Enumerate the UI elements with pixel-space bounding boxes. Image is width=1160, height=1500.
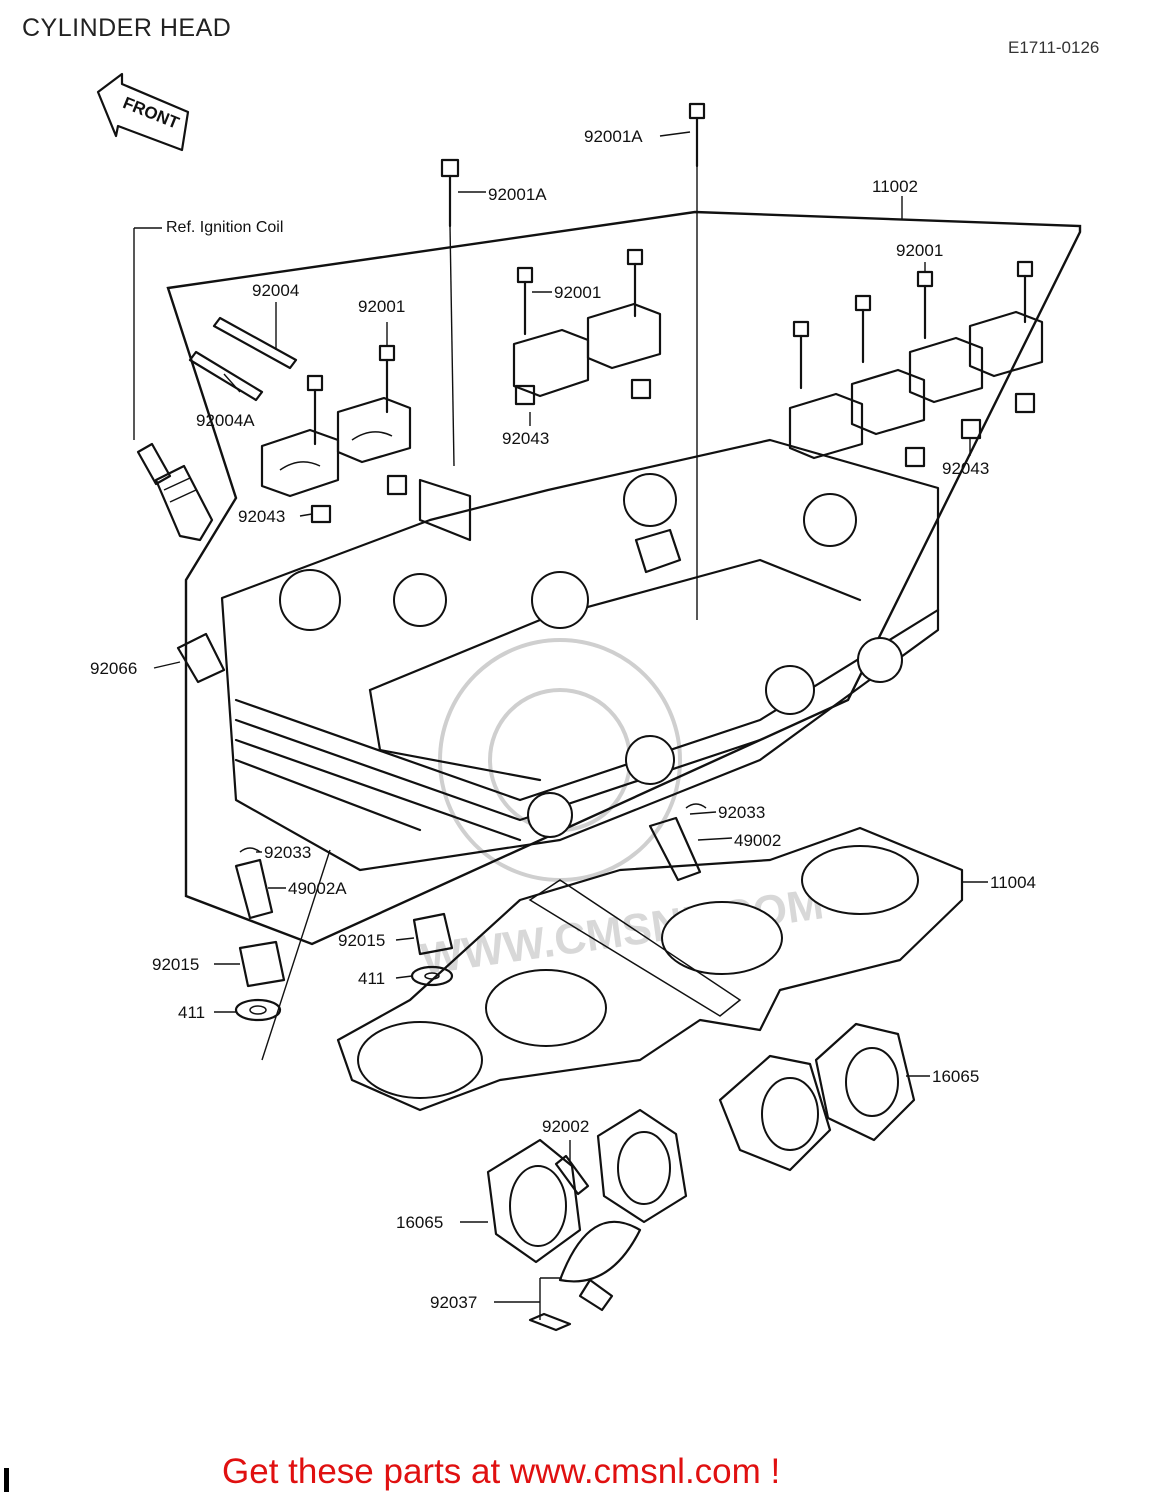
head-gasket-11004	[336, 826, 964, 1112]
callout-16065-left: 16065	[396, 1213, 443, 1232]
exploded-parts-diagram: WWW.CMSNL.COM FRONT Ref. Ignition Coil	[90, 72, 1082, 1332]
reference-note: Ref. Ignition Coil	[133, 219, 283, 440]
guide-49002a	[234, 858, 274, 920]
callout-11004: 11004	[990, 873, 1036, 892]
corner-mark	[4, 1468, 9, 1492]
screw-92002	[554, 1154, 590, 1196]
callout-92004a: 92004A	[196, 411, 255, 430]
callout-92001a-top: 92001A	[584, 127, 643, 146]
bolt-92001a-left	[440, 158, 460, 228]
leader-lines	[153, 131, 988, 1320]
cam-cap-right-2	[850, 368, 926, 436]
cap-92015-mid	[412, 912, 454, 956]
callout-92043-left: 92043	[238, 507, 285, 526]
spark-plug	[136, 442, 214, 542]
callout-92001-right: 92001	[896, 241, 943, 260]
callout-92004: 92004	[252, 281, 299, 300]
callout-92043-right: 92043	[942, 459, 989, 478]
callout-92001-left: 92001	[358, 297, 405, 316]
bolts	[306, 102, 1034, 446]
front-arrow-icon: FRONT	[96, 72, 190, 152]
clip-92033	[239, 803, 707, 853]
callout-92043-mid: 92043	[502, 429, 549, 448]
bolt-right-1	[792, 320, 810, 390]
front-arrow-label: FRONT	[120, 93, 182, 133]
bolt-right-3	[916, 270, 934, 340]
cam-cap-mid-2	[586, 302, 662, 370]
callout-49002a: 49002A	[288, 879, 347, 898]
intake-holder-16065-left-2	[596, 1108, 688, 1224]
callout-92001-mid: 92001	[554, 283, 601, 302]
callout-92015-mid: 92015	[338, 931, 385, 950]
bolt-right-2	[854, 294, 872, 364]
bolt-left-1	[306, 374, 324, 446]
bolt-92001a-top	[688, 102, 706, 168]
intake-holder-16065-right-1	[718, 1054, 832, 1172]
diagram-code: E1711-0126	[1008, 38, 1100, 57]
bolt-mid-1	[516, 266, 534, 336]
assembly-boundary	[166, 210, 1082, 946]
intake-holder-16065-left-1	[486, 1138, 582, 1264]
stud-92004a	[188, 350, 264, 402]
callout-92033-left: 92033	[264, 843, 311, 862]
cap-92015-left	[238, 940, 286, 988]
callout-11002: 11002	[872, 177, 918, 196]
cam-cap-right-3	[908, 336, 984, 404]
cam-cap-left-2	[336, 396, 412, 464]
washer-411-left	[234, 998, 282, 1022]
intake-holder-16065-right-2	[814, 1022, 916, 1142]
page-title: CYLINDER HEAD	[22, 14, 232, 42]
cam-cap-right-4	[968, 310, 1044, 378]
callout-411-left: 411	[178, 1003, 205, 1022]
callout-16065-right: 16065	[932, 1067, 979, 1086]
callout-92033-right: 92033	[718, 803, 765, 822]
callout-92015-left: 92015	[152, 955, 199, 974]
callout-92037: 92037	[430, 1293, 477, 1312]
bolt-mid-2	[626, 248, 644, 318]
reference-note-text: Ref. Ignition Coil	[166, 219, 283, 236]
bracket-92066	[176, 632, 226, 684]
promo-link[interactable]: Get these parts at www.cmsnl.com !	[222, 1452, 781, 1491]
callout-92001a-left: 92001A	[488, 185, 547, 204]
callout-labels: 92001A 92001A 11002 92001 92004 92001 92…	[90, 127, 1036, 1312]
cam-cap-right-1	[788, 392, 864, 460]
stud-92004	[212, 316, 298, 370]
cam-cap-left-1	[260, 428, 340, 498]
cylinder-head-11002	[220, 438, 940, 872]
callout-92066: 92066	[90, 659, 137, 678]
callout-92002: 92002	[542, 1117, 589, 1136]
bolt-right-4	[1016, 260, 1034, 324]
callout-49002: 49002	[734, 831, 781, 850]
dowels	[310, 378, 1036, 524]
guide-49002	[648, 816, 702, 882]
cam-cap-mid-1	[512, 328, 590, 398]
callout-411-mid: 411	[358, 969, 385, 988]
